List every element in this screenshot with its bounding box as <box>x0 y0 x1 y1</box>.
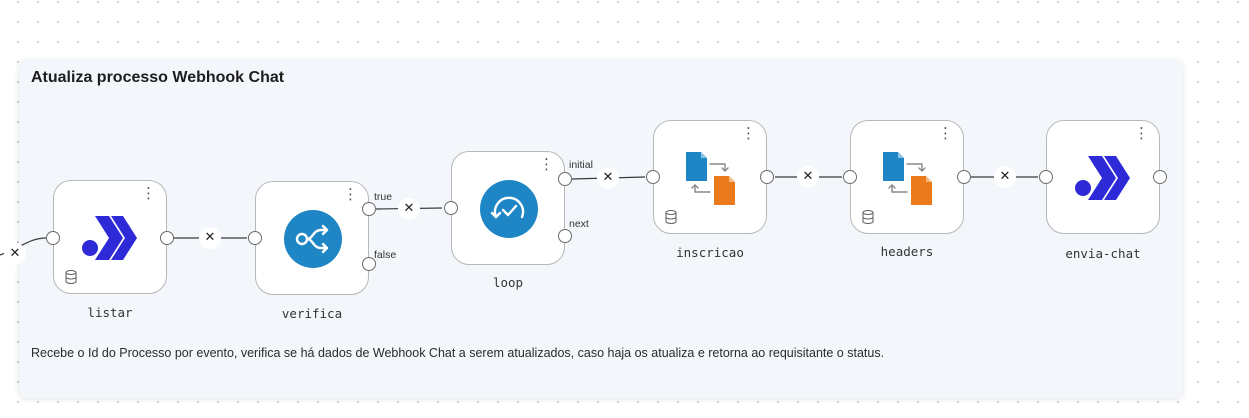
node-headers[interactable]: ⋮ <box>850 120 964 234</box>
group-title: Atualiza processo Webhook Chat <box>31 69 285 86</box>
input-port[interactable] <box>1039 170 1053 184</box>
file-transform-icon <box>686 152 735 205</box>
node-menu-button[interactable]: ⋮ <box>539 155 554 173</box>
node-envia-chat[interactable]: ⋮ <box>1046 120 1160 234</box>
node-label: loop <box>492 275 524 290</box>
node-listar[interactable]: ⋮ <box>53 180 167 294</box>
node-label: listar <box>87 305 133 320</box>
output-port[interactable] <box>957 170 971 184</box>
node-menu-button[interactable]: ⋮ <box>1134 124 1149 142</box>
port-label-true: true <box>374 191 393 203</box>
input-port[interactable] <box>46 231 60 245</box>
node-inscricao[interactable]: ⋮ <box>653 120 767 234</box>
output-port-false[interactable] <box>362 257 376 271</box>
node-loop[interactable]: ⋮ <box>451 151 565 265</box>
node-label: headers <box>880 244 934 259</box>
node-menu-button[interactable]: ⋮ <box>938 124 953 142</box>
port-label-false: false <box>374 249 397 261</box>
input-port[interactable] <box>444 201 458 215</box>
chevron-brand-icon <box>82 216 137 260</box>
remove-connection-button[interactable]: ✕ <box>199 227 221 249</box>
remove-connection-button[interactable]: ✕ <box>597 167 619 189</box>
chevron-brand-icon <box>1075 156 1130 200</box>
output-port[interactable] <box>1153 170 1167 184</box>
node-menu-button[interactable]: ⋮ <box>343 185 358 203</box>
output-port[interactable] <box>760 170 774 184</box>
remove-connection-button[interactable]: ✕ <box>398 198 420 220</box>
database-icon <box>665 210 677 224</box>
input-port[interactable] <box>843 170 857 184</box>
output-port-initial[interactable] <box>558 172 572 186</box>
branch-shuffle-icon <box>284 210 342 268</box>
loop-refresh-icon <box>480 180 538 238</box>
port-label-next: next <box>569 218 589 230</box>
node-verifica[interactable]: ⋮ <box>255 181 369 295</box>
output-port[interactable] <box>160 231 174 245</box>
node-menu-button[interactable]: ⋮ <box>141 184 156 202</box>
port-label-initial: initial <box>569 159 593 171</box>
output-port-next[interactable] <box>558 229 572 243</box>
input-port[interactable] <box>646 170 660 184</box>
node-label: inscricao <box>676 245 744 260</box>
file-transform-icon <box>883 152 932 205</box>
node-label: envia-chat <box>1065 246 1141 261</box>
remove-connection-button[interactable]: ✕ <box>797 166 819 188</box>
output-port-true[interactable] <box>362 202 376 216</box>
group-description: Recebe o Id do Processo por evento, veri… <box>31 346 885 360</box>
database-icon <box>65 270 77 284</box>
input-port[interactable] <box>248 231 262 245</box>
node-label: verifica <box>281 306 343 321</box>
remove-connection-button[interactable]: ✕ <box>994 166 1016 188</box>
remove-connection-button[interactable]: ✕ <box>4 243 26 265</box>
database-icon <box>862 210 874 224</box>
node-menu-button[interactable]: ⋮ <box>741 124 756 142</box>
